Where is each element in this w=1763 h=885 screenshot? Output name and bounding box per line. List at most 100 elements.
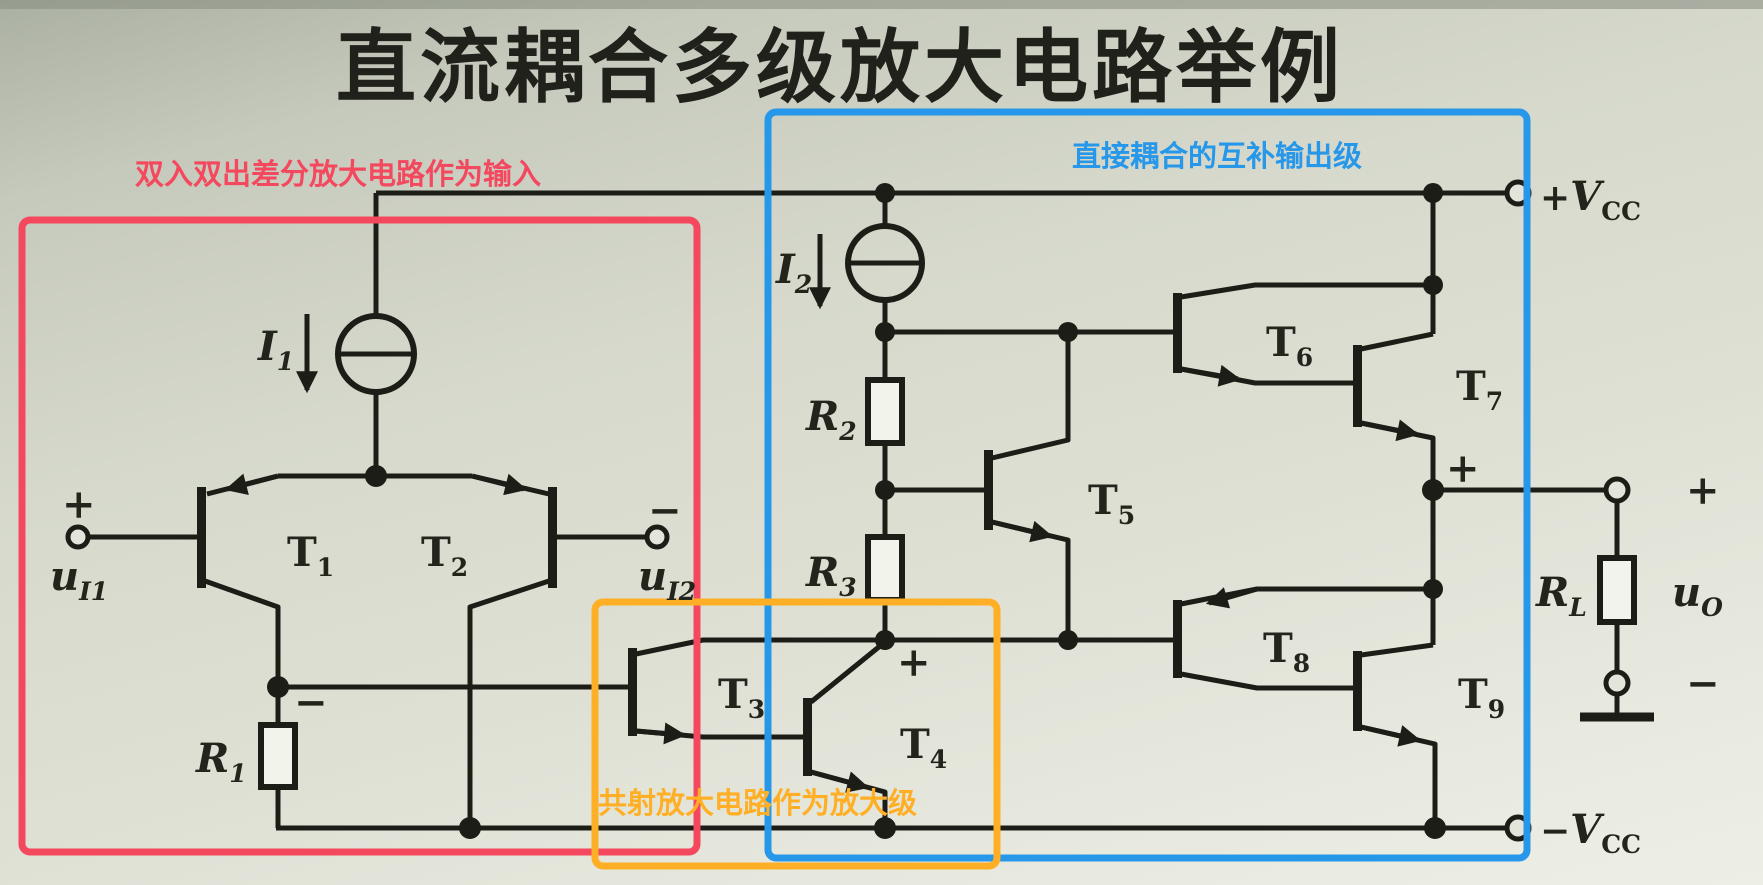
input1-terminal — [65, 524, 91, 550]
t8-emitter-arrow-icon — [1205, 586, 1258, 609]
label-T4: T4 — [900, 721, 947, 774]
label-uI1: uI1 — [50, 553, 108, 606]
label-uO: uO — [1672, 569, 1723, 622]
terminals — [65, 179, 1631, 842]
label-R1-main: R — [195, 735, 229, 782]
transistor-T3-bar — [628, 648, 637, 736]
t1-collector-wire — [204, 578, 281, 687]
label-RL-sub: L — [1568, 593, 1587, 622]
diff-node-minus-mark: − — [294, 679, 328, 726]
label-I2: I2 — [775, 246, 812, 299]
resistor-R3 — [865, 534, 905, 603]
t9-emitter-wire — [1360, 724, 1438, 828]
label-T1-main: T — [287, 529, 317, 576]
input-stage-box — [18, 216, 701, 856]
resistor-RL — [1597, 555, 1637, 625]
input2-minus-mark: − — [648, 487, 682, 534]
label-I2-sub: 2 — [794, 270, 812, 299]
transistor-T5-bar — [984, 450, 993, 530]
label-T4-sub: 4 — [930, 745, 947, 774]
vcc-pos-main: V — [1570, 173, 1605, 220]
wires — [88, 190, 1654, 831]
t4-collector-wire — [809, 640, 887, 704]
output-negative-terminal — [1603, 669, 1631, 697]
label-R2-main: R — [805, 393, 839, 440]
label-T4-main: T — [900, 721, 930, 768]
drive-node-plus-mark: + — [897, 639, 931, 686]
label-RL: RL — [1535, 569, 1587, 622]
load-plus-mark: + — [1686, 467, 1720, 514]
label-R3-sub: 3 — [839, 573, 856, 602]
gain-stage-label: 共射放大电路作为放大级 — [598, 787, 917, 820]
label-T7-main: T — [1456, 363, 1486, 410]
label-T8-sub: 8 — [1293, 649, 1310, 678]
label-T9-main: T — [1458, 671, 1488, 718]
gain-stage-box — [591, 598, 1001, 870]
label-RL-main: R — [1535, 569, 1569, 616]
label-T1: T1 — [287, 529, 334, 582]
label-T1-sub: 1 — [317, 553, 334, 582]
label-R3-main: R — [805, 549, 839, 596]
resistor-R1 — [258, 722, 298, 790]
t6-emitter-arrow-icon — [1180, 364, 1242, 387]
t9-collector-wire — [1360, 642, 1434, 658]
output-node-plus-mark: + — [1446, 445, 1480, 492]
label-R1-sub: 1 — [229, 759, 246, 788]
label-uI1-sub: I1 — [78, 577, 108, 606]
t8-collector-wire — [1180, 671, 1353, 691]
transistor-T9-bar — [1353, 651, 1362, 731]
t3-emitter-arrow-icon — [635, 722, 687, 745]
label-vcc-negative: −VCC — [1540, 806, 1641, 859]
label-T7-sub: 7 — [1486, 387, 1503, 416]
junction-dots — [267, 183, 1446, 839]
label-T3-sub: 3 — [748, 695, 765, 724]
transistor-T8-bar — [1173, 600, 1182, 678]
t5-emitter-arrow-icon — [991, 519, 1054, 543]
transistor-T4-bar — [803, 698, 812, 776]
label-T3-main: T — [718, 671, 748, 718]
t2-emitter-arrow-icon — [471, 473, 528, 496]
vcc-neg-sign: − — [1540, 810, 1570, 852]
label-vcc-positive: +VCC — [1540, 173, 1641, 226]
input-stage-label: 双入双出差分放大电路作为输入 — [135, 157, 541, 191]
label-I1: I1 — [257, 323, 294, 376]
input2-terminal — [644, 524, 670, 550]
t5-emitter-wire — [991, 519, 1071, 640]
output-stage-label: 直接耦合的互补输出级 — [1072, 139, 1362, 173]
emitter-arrows — [224, 364, 1422, 793]
label-T6-sub: 6 — [1296, 343, 1313, 372]
label-T8: T8 — [1263, 625, 1310, 678]
label-I2-main: I — [775, 246, 796, 293]
transistor-T2-bar — [548, 487, 557, 588]
label-T9: T9 — [1458, 671, 1505, 724]
label-R3: R3 — [805, 549, 857, 602]
label-uO-main: u — [1672, 569, 1701, 616]
resistor-R2 — [865, 377, 905, 446]
label-T9-sub: 9 — [1488, 695, 1505, 724]
label-T6: T6 — [1266, 319, 1313, 372]
transistor-T6-bar — [1173, 293, 1182, 373]
t7-emitter-arrow-icon — [1360, 419, 1420, 442]
vcc-neg-main: V — [1570, 806, 1605, 853]
transistor-T1-bar — [197, 487, 206, 588]
label-T3: T3 — [718, 671, 765, 724]
vcc-pos-sign: + — [1540, 177, 1570, 219]
label-uI2: uI2 — [638, 553, 696, 606]
slide-top-edge — [0, 0, 1763, 9]
t2-collector-wire — [467, 578, 550, 828]
current-source-I1 — [295, 313, 417, 395]
t7-emitter-wire — [1360, 420, 1436, 490]
label-T5-main: T — [1088, 477, 1118, 524]
label-I1-main: I — [257, 323, 278, 370]
label-uI1-main: u — [50, 553, 79, 600]
label-R2: R2 — [805, 393, 857, 446]
label-T2-main: T — [421, 529, 451, 576]
output-stage-box — [764, 108, 1531, 862]
label-I1-sub: 1 — [277, 347, 294, 376]
transistor-T7-bar — [1353, 345, 1362, 427]
input1-plus-mark: + — [62, 481, 96, 528]
label-T5-sub: 5 — [1118, 501, 1135, 530]
output-positive-terminal — [1603, 476, 1631, 504]
t9-emitter-arrow-icon — [1360, 724, 1422, 747]
t7-collector-wire — [1360, 331, 1434, 352]
